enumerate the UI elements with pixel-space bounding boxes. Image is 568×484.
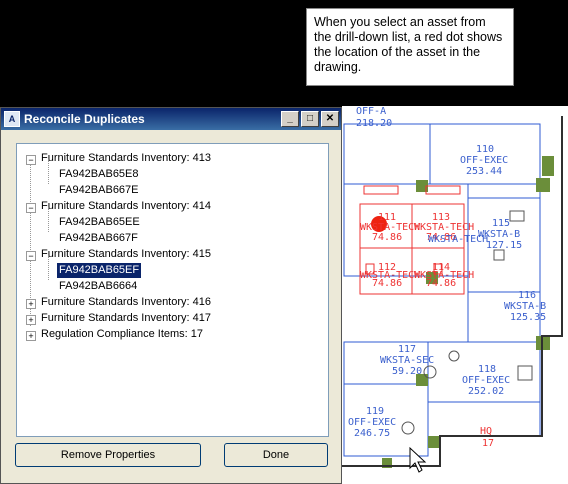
remove-properties-button[interactable]: Remove Properties <box>15 443 201 467</box>
room-label: 74.86 <box>372 232 402 243</box>
close-icon[interactable]: ✕ <box>321 111 339 127</box>
tree-node-group[interactable]: Regulation Compliance Items: 17 <box>41 328 204 340</box>
room-label: 127.15 <box>486 240 522 251</box>
room-label: 253.44 <box>466 166 502 177</box>
expand-icon[interactable]: + <box>26 299 36 309</box>
room-label: OFF-EXEC <box>348 417 396 428</box>
tree-node-asset-selected[interactable]: FA942BAB65EF <box>57 263 142 278</box>
room-label: OFF-EXEC <box>460 155 508 166</box>
tree-node-group[interactable]: Furniture Standards Inventory: 415 <box>41 248 211 260</box>
dialog-title: Reconcile Duplicates <box>24 112 145 126</box>
callout-note: When you select an asset from the drill-… <box>306 8 514 86</box>
tree-node-asset[interactable]: FA942BAB667F <box>59 232 138 244</box>
collapse-icon[interactable]: − <box>26 251 36 261</box>
room-label: 59.20 <box>392 366 422 377</box>
room-label: 117 <box>398 344 416 355</box>
room-label: 125.35 <box>510 312 546 323</box>
room-label: 74.86 <box>426 232 456 243</box>
tree-node-asset[interactable]: FA942BAB6664 <box>59 280 138 292</box>
room-label: 74.86 <box>372 278 402 289</box>
room-label: 218.20 <box>356 118 392 129</box>
room-label: 111 <box>378 212 396 223</box>
collapse-icon[interactable]: − <box>26 203 36 213</box>
room-label: 119 <box>366 406 384 417</box>
room-label: 113 <box>432 212 450 223</box>
floor-plan-drawing[interactable]: OFF-A 218.20 110 OFF-EXEC 253.44 111 WKS… <box>342 106 568 484</box>
asset-location-dot <box>371 216 387 232</box>
collapse-icon[interactable]: − <box>26 155 36 165</box>
app-icon: A <box>4 111 20 127</box>
tree-connector <box>48 160 49 184</box>
tree-node-asset[interactable]: FA942BAB65E8 <box>59 168 139 180</box>
floor-plan-svg: OFF-A 218.20 110 OFF-EXEC 253.44 111 WKS… <box>342 106 563 473</box>
room-label: 74.86 <box>426 278 456 289</box>
room-label: WKSTA-TECH <box>360 222 420 233</box>
room-label: WKSTA-TECH <box>414 222 474 233</box>
tree-connector <box>48 208 49 232</box>
room-label: OFF-A <box>356 106 386 117</box>
room-label: 17 <box>482 438 494 449</box>
room-label: 118 <box>478 364 496 375</box>
asset-tree[interactable]: − Furniture Standards Inventory: 413 FA9… <box>16 143 329 437</box>
room-label: 114 <box>432 262 450 273</box>
expand-icon[interactable]: + <box>26 315 36 325</box>
room-label: WKSTA-B <box>504 301 546 312</box>
reconcile-duplicates-dialog: A Reconcile Duplicates _ □ ✕ − Furniture… <box>0 107 342 484</box>
tree-node-group[interactable]: Furniture Standards Inventory: 417 <box>41 312 211 324</box>
room-label: WKSTA-TECH <box>428 234 488 245</box>
room-label: 116 <box>518 290 536 301</box>
room-label: 246.75 <box>354 428 390 439</box>
room-label: 110 <box>476 144 494 155</box>
room-label: WKSTA-TECH <box>414 270 474 281</box>
callout-text: When you select an asset from the drill-… <box>314 15 503 74</box>
room-label: OFF-EXEC <box>462 375 510 386</box>
tree-node-asset[interactable]: FA942BAB65EE <box>59 216 140 228</box>
tree-node-group[interactable]: Furniture Standards Inventory: 416 <box>41 296 211 308</box>
room-label: WKSTA-TECH <box>360 270 420 281</box>
done-button[interactable]: Done <box>224 443 328 467</box>
dialog-titlebar[interactable]: A Reconcile Duplicates _ □ ✕ <box>1 108 341 130</box>
maximize-icon[interactable]: □ <box>301 111 319 127</box>
expand-icon[interactable]: + <box>26 331 36 341</box>
room-label: 112 <box>378 262 396 273</box>
tree-connector <box>30 160 31 326</box>
room-label: 252.02 <box>468 386 504 397</box>
tree-node-group[interactable]: Furniture Standards Inventory: 414 <box>41 200 211 212</box>
room-label: WKSTA-SEC <box>380 355 434 366</box>
room-label: WKSTA-B <box>478 229 520 240</box>
room-label: HQ <box>480 426 492 437</box>
tree-node-asset[interactable]: FA942BAB667E <box>59 184 139 196</box>
tree-connector <box>48 256 49 280</box>
room-label: 115 <box>492 218 510 229</box>
tree-node-group[interactable]: Furniture Standards Inventory: 413 <box>41 152 211 164</box>
mouse-pointer-icon <box>409 446 427 473</box>
minimize-icon[interactable]: _ <box>281 111 299 127</box>
